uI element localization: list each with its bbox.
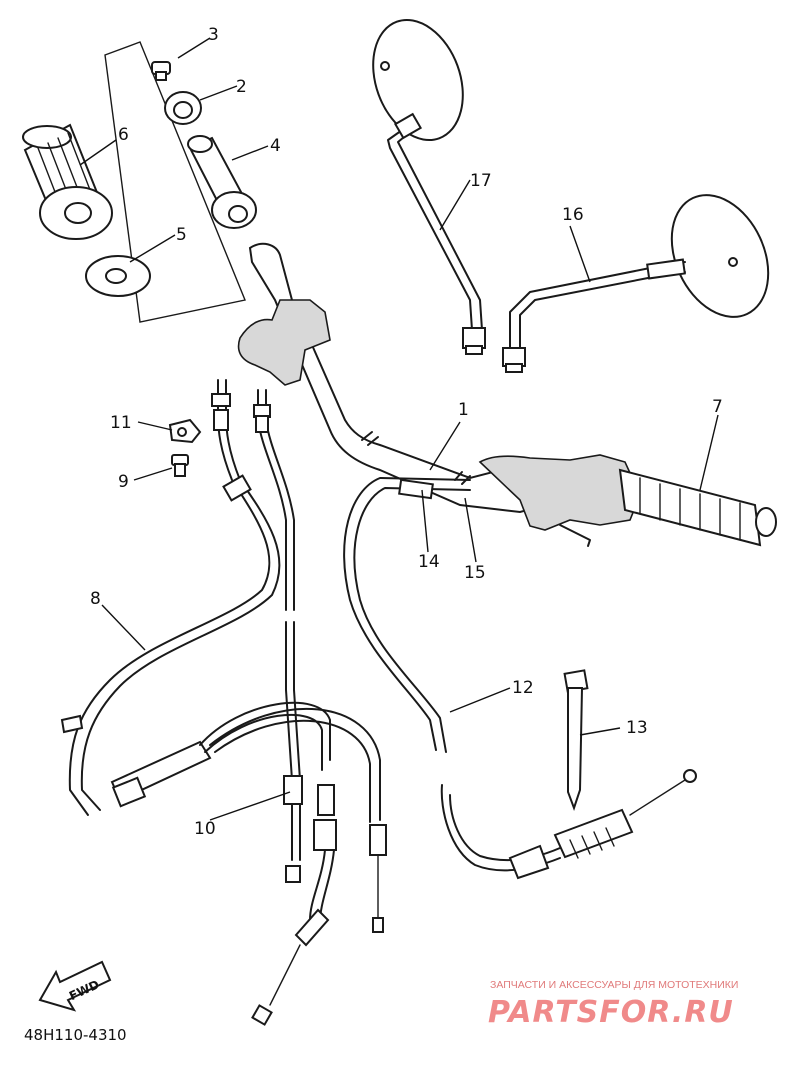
- part-6-left-grip: [22, 123, 113, 240]
- callout-9: 9: [118, 472, 129, 492]
- callout-10: 10: [194, 819, 216, 839]
- callout-12: 12: [512, 678, 534, 698]
- part-10-split-cable: [199, 389, 387, 1026]
- callout-14: 14: [418, 552, 440, 572]
- part-8-throttle-cable: [60, 379, 281, 816]
- forward-arrow-icon: FWD: [38, 960, 112, 1012]
- part-11-cable-clamp: [168, 418, 202, 444]
- callout-15: 15: [464, 563, 486, 583]
- callout-5: 5: [176, 225, 187, 245]
- watermark-tagline: ЗАПЧАСТИ И АКСЕССУАРЫ ДЛЯ МОТОТЕХНИКИ: [490, 979, 738, 991]
- callout-17: 17: [470, 171, 492, 191]
- callout-leader-lines: [79, 37, 719, 821]
- callout-4: 4: [270, 136, 281, 156]
- part-3-screw: [151, 61, 171, 81]
- part-9-screw: [171, 454, 189, 477]
- callout-13: 13: [626, 718, 648, 738]
- callout-8: 8: [90, 589, 101, 609]
- grip-parts-group-outline: [104, 41, 246, 323]
- callout-3: 3: [208, 25, 219, 45]
- callout-2: 2: [236, 77, 247, 97]
- watermark-site: PARTSFOR.RU: [488, 995, 734, 1030]
- part-4-throttle-tube: [187, 135, 257, 229]
- part-16-right-mirror: [502, 194, 770, 373]
- part-5-washer: [85, 255, 151, 297]
- diagram-code: 48H110-4310: [24, 1026, 127, 1044]
- callout-11: 11: [110, 413, 132, 433]
- part-7-right-grip-assembly: [478, 454, 777, 547]
- callout-6: 6: [118, 125, 129, 145]
- part-13-cable-tie: [563, 669, 589, 811]
- callout-labels: 3 2 4 6 5 1 7 17 16 11 9 8 10 12 13 14 1…: [90, 25, 723, 839]
- part-12-clutch-cable: [343, 477, 697, 880]
- callout-1: 1: [458, 400, 469, 420]
- watermark: ЗАПЧАСТИ И АКСЕССУАРЫ ДЛЯ МОТОТЕХНИКИ PA…: [488, 979, 738, 1030]
- callout-16: 16: [562, 205, 584, 225]
- callout-7: 7: [712, 397, 723, 417]
- part-2-collar: [164, 91, 202, 125]
- part-17-left-mirror: [372, 18, 486, 355]
